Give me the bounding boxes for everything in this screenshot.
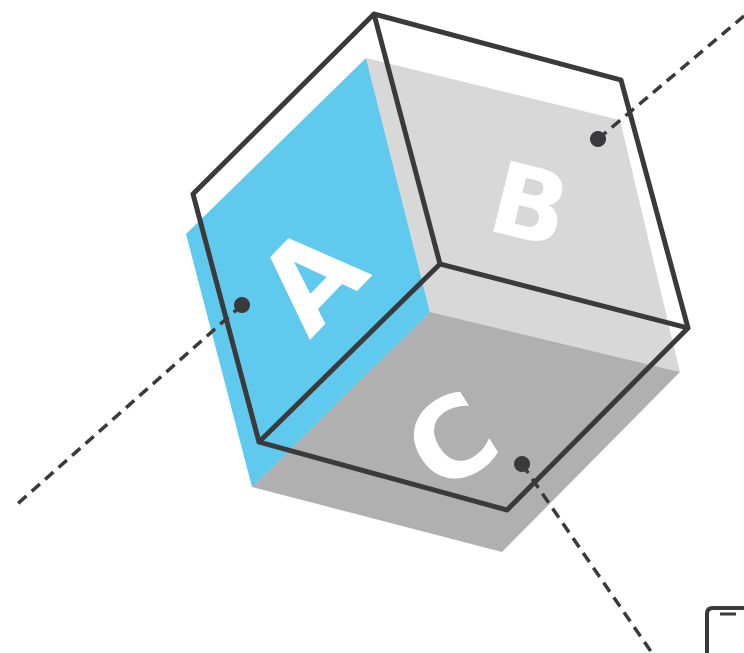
- leader-line-b: [596, 14, 744, 141]
- outline-edge-top: [371, 11, 443, 267]
- cube-outline: [190, 11, 691, 513]
- face-c: [252, 312, 680, 552]
- face-a: [186, 58, 430, 487]
- outline-edge-right: [437, 261, 691, 331]
- leader-lines: [12, 14, 744, 653]
- leader-line-c: [520, 463, 654, 653]
- leader-line-a: [12, 303, 244, 509]
- leader-dot-c: [514, 456, 530, 472]
- device-icon: [705, 606, 744, 653]
- outline-edge-left: [256, 261, 443, 445]
- leader-dot-b: [590, 131, 606, 147]
- leader-dot-a: [234, 297, 250, 313]
